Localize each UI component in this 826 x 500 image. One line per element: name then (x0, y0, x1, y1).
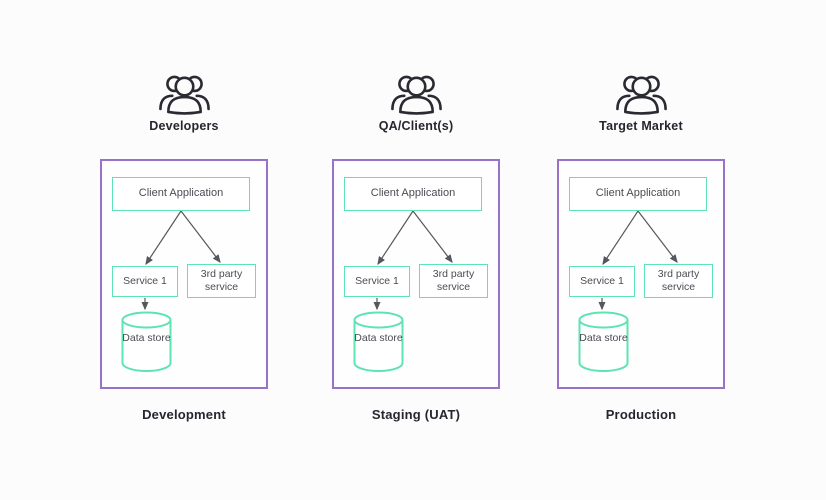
environment-label: Development (142, 407, 226, 422)
client-to-thirdparty-arrow (412, 210, 453, 263)
client-application-node: Client Application (344, 177, 482, 211)
audience-label: QA/Client(s) (378, 119, 454, 133)
flow-arrows (373, 210, 453, 311)
environment-boundary: Client Application Service 1 3rd party s… (100, 159, 268, 389)
service-1-node: Service 1 (112, 266, 178, 297)
audience-label: Target Market (599, 119, 683, 133)
client-application-node: Client Application (112, 177, 250, 211)
environment-production: Target Market Client Application Service… (557, 73, 725, 423)
flow-arrows (598, 210, 678, 311)
cylinder-shape (121, 311, 172, 372)
client-to-service-arrow (145, 210, 182, 266)
flow-arrows (141, 210, 221, 311)
client-to-thirdparty-arrow (637, 210, 678, 263)
environment-boundary: Client Application Service 1 3rd party s… (332, 159, 500, 389)
environment-development: Developers Client Application Service 1 … (100, 73, 268, 423)
service-1-node: Service 1 (344, 266, 410, 297)
third-party-service-node: 3rd party service (644, 264, 713, 298)
data-store-label: Data store (122, 332, 171, 344)
environment-boundary: Client Application Service 1 3rd party s… (557, 159, 725, 389)
data-store-label: Data store (579, 332, 628, 344)
people-group-icon (613, 73, 670, 115)
client-to-service-arrow (377, 210, 414, 266)
environment-label: Production (605, 407, 677, 422)
data-store-label: Data store (354, 332, 403, 344)
environment-label: Staging (UAT) (371, 407, 461, 422)
third-party-service-node: 3rd party service (187, 264, 256, 298)
client-application-node: Client Application (569, 177, 707, 211)
third-party-service-node: 3rd party service (419, 264, 488, 298)
cylinder-shape (353, 311, 404, 372)
audience-label: Developers (149, 119, 219, 133)
people-group-icon (156, 73, 213, 115)
environment-staging: QA/Client(s) Client Application Service … (332, 73, 500, 423)
data-store-node: Data store (121, 311, 172, 373)
client-to-thirdparty-arrow (180, 210, 221, 263)
client-to-service-arrow (602, 210, 639, 266)
cylinder-shape (578, 311, 629, 372)
service-1-node: Service 1 (569, 266, 635, 297)
data-store-node: Data store (353, 311, 404, 373)
data-store-node: Data store (578, 311, 629, 373)
people-group-icon (388, 73, 445, 115)
